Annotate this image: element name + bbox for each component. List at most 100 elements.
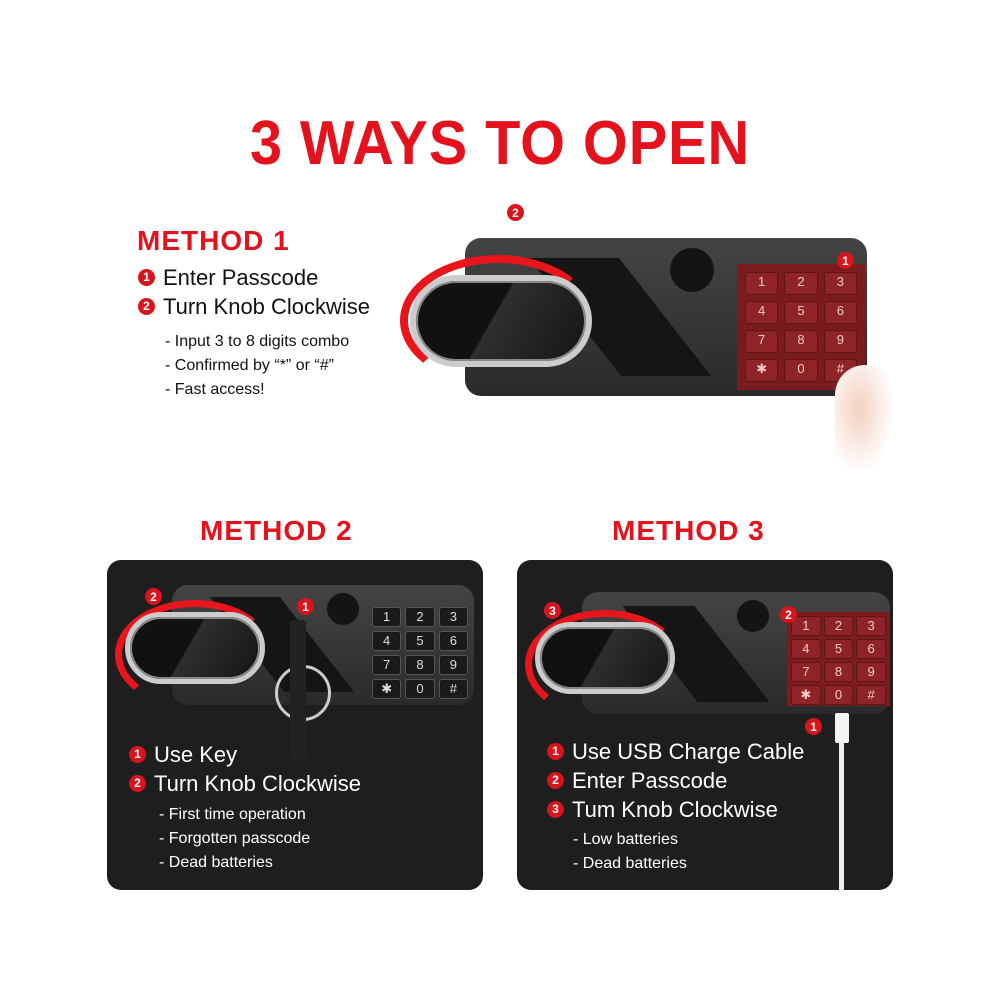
sensor-icon	[670, 248, 714, 292]
rotate-arrow-icon	[400, 255, 596, 386]
method3-heading: METHOD 3	[612, 515, 765, 546]
step-label: Tum Knob Clockwise	[572, 797, 778, 822]
usb-plug-icon[interactable]	[835, 713, 849, 743]
usb-cable	[839, 743, 844, 890]
rotate-arrow-icon	[525, 610, 684, 719]
step-label: Turn Knob Clockwise	[154, 771, 362, 796]
key[interactable]: 9	[438, 655, 468, 675]
key[interactable]: 9	[856, 662, 886, 682]
key[interactable]: 6	[823, 301, 857, 324]
key[interactable]: 2	[784, 272, 818, 295]
step-number-badge: 1	[129, 746, 146, 763]
callout-badge: 1	[297, 598, 314, 615]
callout-badge: 2	[507, 204, 524, 221]
note: - First time operation	[159, 806, 306, 823]
step-label: Use USB Charge Cable	[572, 739, 805, 764]
key[interactable]: 8	[405, 655, 435, 675]
key[interactable]: 3	[856, 616, 886, 636]
key[interactable]: 0	[405, 679, 435, 699]
key[interactable]: 4	[745, 301, 779, 324]
key[interactable]: 0	[784, 359, 818, 382]
key[interactable]: 0	[823, 685, 854, 705]
key[interactable]: 7	[372, 655, 402, 675]
key[interactable]: 8	[823, 662, 854, 682]
key[interactable]: 2	[405, 607, 435, 627]
key[interactable]: 5	[784, 301, 818, 324]
key[interactable]: 6	[856, 639, 886, 659]
method1-step-1: 1 Enter Passcode	[138, 263, 370, 292]
key[interactable]: 1	[372, 607, 402, 627]
sensor-icon	[327, 593, 359, 625]
step-label: Enter Passcode	[163, 265, 319, 290]
method2-step-1: 1 Use Key	[129, 740, 361, 769]
note: - Dead batteries	[159, 854, 273, 871]
step-label: Use Key	[154, 742, 238, 767]
key[interactable]: 9	[823, 330, 857, 353]
note: - Dead batteries	[573, 855, 687, 872]
note: - Fast access!	[165, 381, 265, 398]
knob[interactable]	[410, 275, 592, 367]
key[interactable]: 3	[438, 607, 468, 627]
knob[interactable]	[125, 612, 265, 684]
note: - Confirmed by “*” or “#”	[165, 357, 334, 374]
callout-badge: 1	[837, 252, 854, 269]
key[interactable]: 2	[823, 616, 854, 636]
sensor-icon	[737, 600, 769, 632]
callout-badge: 3	[544, 602, 561, 619]
key[interactable]: 3	[823, 272, 857, 295]
page-title: 3 WAYS TO OPEN	[249, 109, 751, 178]
method3-step-1: 1 Use USB Charge Cable	[547, 737, 804, 766]
method2-step-2: 2 Turn Knob Clockwise	[129, 769, 361, 798]
key[interactable]: #	[856, 685, 886, 705]
step-number-badge: 1	[138, 269, 155, 286]
method3-step-3: 3 Tum Knob Clockwise	[547, 795, 804, 824]
key-icon[interactable]	[290, 620, 306, 760]
step-number-badge: 2	[129, 775, 146, 792]
key[interactable]: 7	[791, 662, 821, 682]
step-number-badge: 1	[547, 743, 564, 760]
step-number-badge: 3	[547, 801, 564, 818]
key[interactable]: #	[438, 679, 468, 699]
key[interactable]: 6	[438, 631, 468, 651]
method1-notes: - Input 3 to 8 digits combo - Confirmed …	[165, 330, 349, 402]
key[interactable]: ✱	[372, 679, 402, 699]
finger-icon	[835, 365, 895, 475]
key[interactable]: 1	[791, 616, 821, 636]
method1-heading: METHOD 1	[137, 225, 290, 256]
step-number-badge: 2	[547, 772, 564, 789]
method2-notes: - First time operation - Forgotten passc…	[159, 803, 310, 875]
key[interactable]: ✱	[745, 359, 779, 382]
key[interactable]: 7	[745, 330, 779, 353]
step-label: Turn Knob Clockwise	[163, 294, 371, 319]
method1-step-2: 2 Turn Knob Clockwise	[138, 292, 370, 321]
step-label: Enter Passcode	[572, 768, 728, 793]
key[interactable]: 5	[405, 631, 435, 651]
note: - Input 3 to 8 digits combo	[165, 333, 350, 350]
method1-steps: 1 Enter Passcode 2 Turn Knob Clockwise	[138, 263, 370, 321]
key[interactable]: 4	[372, 631, 402, 651]
callout-badge: 1	[805, 718, 822, 735]
callout-badge: 2	[780, 606, 797, 623]
callout-badge: 2	[145, 588, 162, 605]
method2-heading: METHOD 2	[200, 515, 353, 546]
note: - Low batteries	[573, 831, 678, 848]
method3-step-2: 2 Enter Passcode	[547, 766, 804, 795]
key[interactable]: 1	[745, 272, 779, 295]
note: - Forgotten passcode	[159, 830, 311, 847]
key[interactable]: 8	[784, 330, 818, 353]
key[interactable]: ✱	[791, 685, 821, 705]
key[interactable]: 5	[823, 639, 854, 659]
method2-steps: 1 Use Key 2 Turn Knob Clockwise	[129, 740, 361, 798]
knob[interactable]	[535, 622, 675, 694]
rotate-arrow-icon	[115, 600, 274, 709]
step-number-badge: 2	[138, 298, 155, 315]
key[interactable]: 4	[791, 639, 821, 659]
method3-notes: - Low batteries - Dead batteries	[573, 828, 687, 876]
